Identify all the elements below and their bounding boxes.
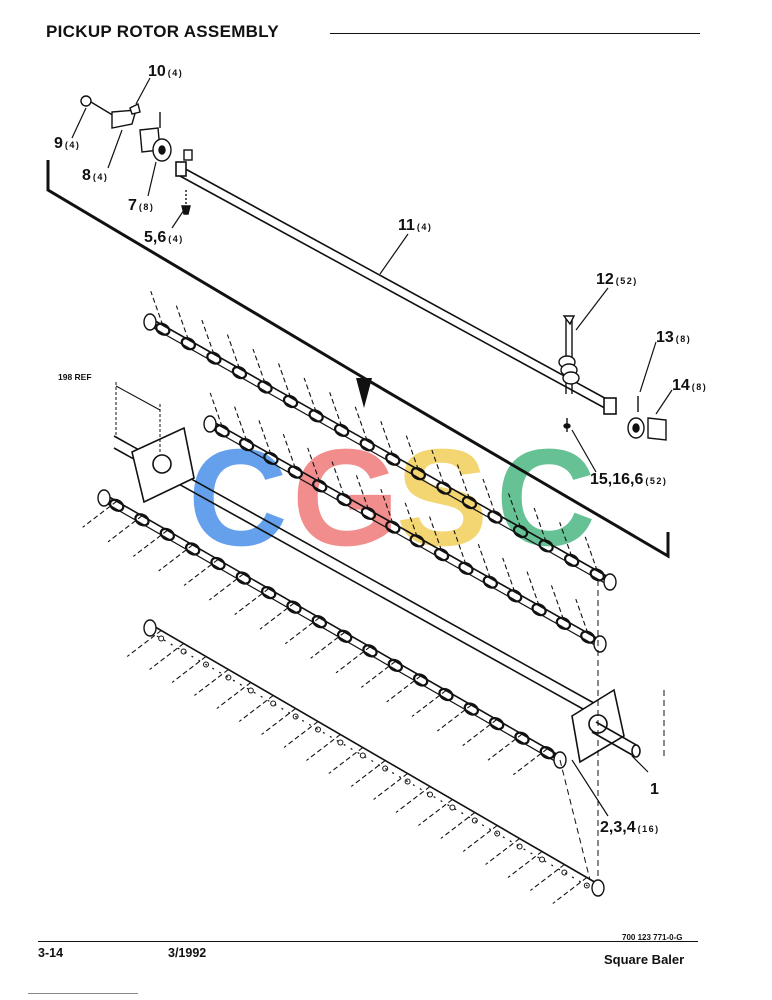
callout-13: 13(8) [656,329,691,346]
footer-product-name: Square Baler [604,952,685,967]
title-rule [330,33,700,34]
callout-7: 7(8) [128,197,154,214]
alignment-lines [559,580,665,881]
rotor-shaft-part-1 [113,426,641,764]
end-hardware-left [80,95,193,215]
callout-2-3-4: 2,3,4(16) [600,819,660,836]
end-hardware-right [558,315,667,441]
bar-part-11 [175,161,617,415]
leader-lines [71,77,673,817]
callout-14: 14(8) [672,377,707,394]
footer-part-number: 700 123 771-0-G [622,933,683,942]
callout-15-16-6: 15,16,6(52) [590,471,667,488]
callout-10: 10(4) [148,63,183,80]
scan-artifact [28,993,138,994]
footer-page-number: 3-14 [38,946,64,960]
tine-bar-1 [143,291,617,591]
footer-rule [38,941,698,942]
bracket-pointer [356,378,372,408]
watermark-letter-g: G [292,421,399,575]
callout-8: 8(4) [82,167,108,184]
ref-label: 198 REF [58,372,92,382]
callout-9: 9(4) [54,135,80,152]
reference-dimension [115,382,161,452]
callout-11: 11(4) [398,217,432,234]
footer-date: 3/1992 [168,946,207,960]
tine-bar-4 [126,619,605,904]
tine-bar-2 [203,392,607,653]
callout-12: 12(52) [596,271,638,288]
callout-5-6: 5,6(4) [144,229,184,246]
watermark-logo: C G S C [188,421,596,575]
page-title: PICKUP ROTOR ASSEMBLY [46,22,280,41]
tine-bar-3 [82,489,567,776]
tine-bar-rows [82,291,617,904]
callout-labels: 10(4) 9(4) 8(4) 7(8) 5,6(4) 11(4) 12(52)… [54,63,707,836]
callout-1: 1 [650,781,659,798]
